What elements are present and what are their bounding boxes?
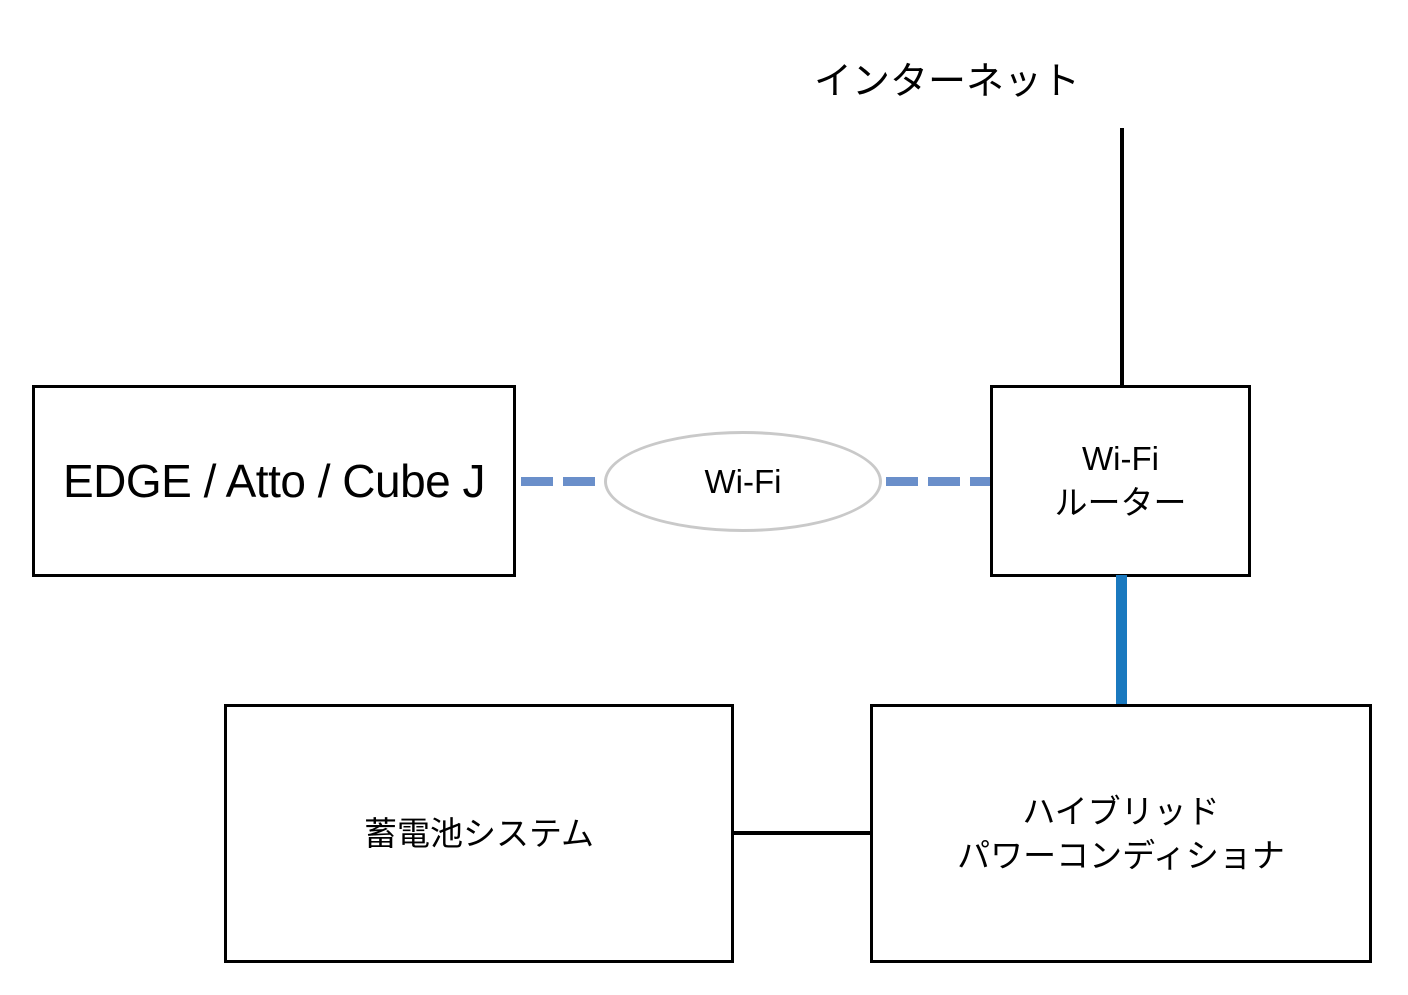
wifi-dash-left-1	[521, 477, 553, 486]
connector-router-to-pcs	[1116, 575, 1127, 706]
internet-label-text: インターネット	[813, 61, 1080, 103]
wifi-dash-right-2	[928, 477, 960, 486]
wifi-dash-right-3	[970, 477, 995, 486]
node-battery-system: 蓄電池システム	[224, 704, 734, 963]
wifi-dash-right-1	[886, 477, 918, 486]
internet-label: インターネット	[0, 50, 1408, 105]
node-wifi-cloud: Wi-Fi	[604, 431, 882, 532]
node-hybrid-power-conditioner: ハイブリッド パワーコンディショナ	[870, 704, 1372, 963]
wifi-dash-left-2	[563, 477, 595, 486]
node-edge-atto-cube: EDGE / Atto / Cube J	[32, 385, 516, 577]
connector-battery-to-pcs	[731, 831, 872, 835]
connector-internet-to-router	[1120, 128, 1124, 386]
node-wifi-router: Wi-Fi ルーター	[990, 385, 1251, 577]
